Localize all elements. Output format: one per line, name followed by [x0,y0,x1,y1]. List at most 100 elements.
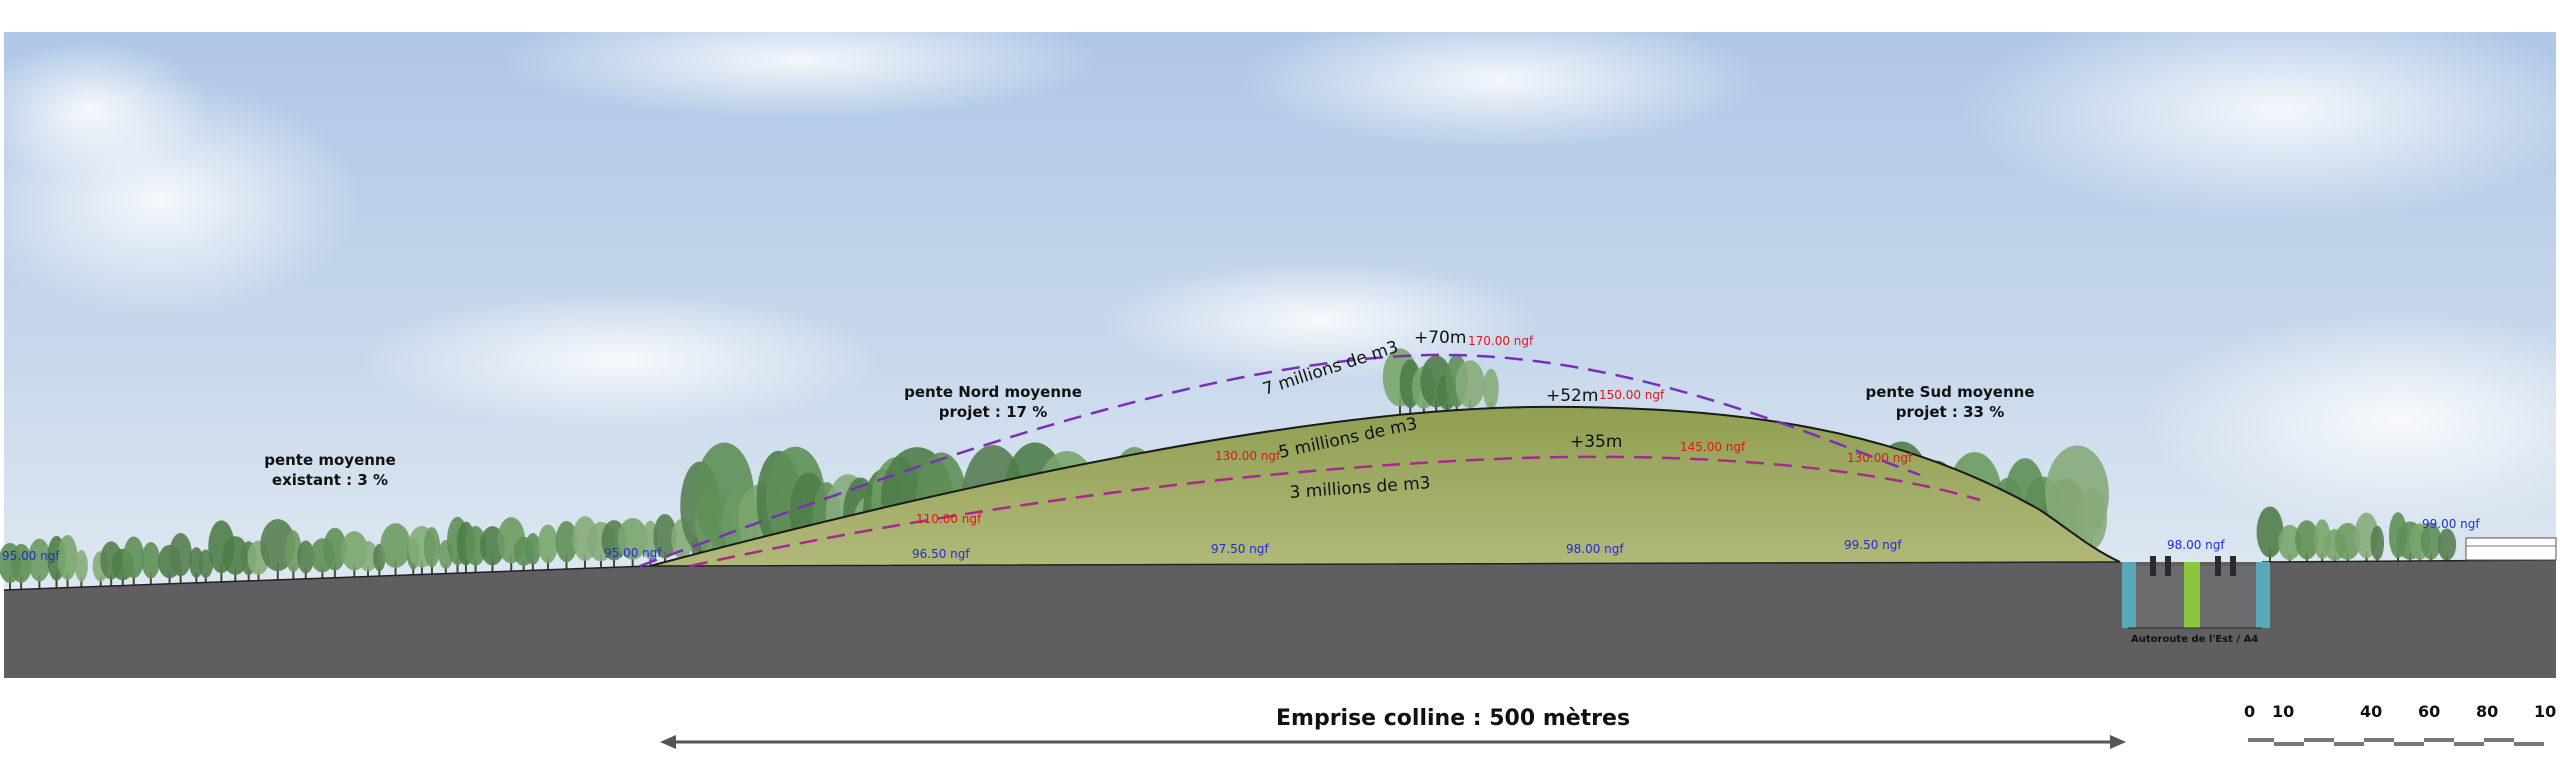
highway-label: Autoroute de l'Est / A4 [2131,634,2259,645]
pente-sud-label: pente Sud moyenne projet : 33 % [1860,382,2040,422]
tree-crown [123,536,145,579]
tree-crown [537,524,558,564]
tree-trunk [1422,401,1425,416]
tree-crown [358,541,378,572]
tree-trunk [378,566,381,577]
tree-trunk [321,566,324,579]
tree-trunk [474,559,477,573]
ngf-blue-label: 98.00 ngf [1566,542,1624,556]
tree-crown [285,530,302,573]
tree-trunk [55,573,58,589]
tree-trunk [257,569,260,581]
hill-5-millions [650,406,2120,570]
tree-trunk [149,572,152,585]
building [2465,537,2557,561]
emprise-arrow [660,735,2126,749]
ground-line [3,561,2121,591]
tree-crown [169,532,192,577]
tree-trunk [613,553,616,568]
ngf-red-label: 130.00 ngf [1215,449,1281,463]
tree-trunk [247,569,250,581]
ngf-blue-label: 98.00 ngf [2167,538,2225,552]
tree-trunk [2376,554,2379,566]
pente-nord-line2: projet : 17 % [938,403,1048,421]
tree-crown [74,550,88,582]
hill-outline [649,405,2121,567]
ngf-blue-label: 96.50 ngf [912,547,970,561]
ngf-red-label: 170.00 ngf [1468,334,1534,348]
tree-crown [141,541,161,579]
tree-trunk [510,555,513,572]
scale-label: 60 [2418,702,2441,721]
tree-crown [2075,488,2108,550]
scale-bar [2248,738,2544,746]
ngf-red-label: 145.00 ngf [1680,440,1746,454]
ground [4,562,2128,678]
tree-crown [323,527,347,571]
tree-crown [423,527,441,568]
tree-crown [28,538,51,582]
scale-label: 0 [2244,702,2256,721]
tree-trunk [394,560,397,576]
clouds [0,0,2560,530]
tree-trunk [2333,555,2336,566]
tree-trunk [304,567,307,579]
tree-trunk [1435,398,1438,416]
tree-crown [1483,368,1499,410]
profile-35-curve [689,455,1981,568]
pente-existant-line2: existant : 3 % [271,471,389,489]
tree-trunk [420,560,423,575]
tree-crown [2420,522,2442,560]
ngf-blue-label: 99.00 ngf [2422,517,2480,531]
tree-crown [2370,525,2385,561]
tree-trunk [110,573,113,587]
tree-trunk [491,558,494,572]
tree-crown [380,523,411,568]
tree-crown [57,534,78,581]
tree-crown [10,543,32,583]
tree-crown [465,525,487,566]
tree-trunk [565,555,568,570]
ngf-blue-label: 95.00 ngf [604,546,662,560]
highway-section [2122,556,2270,678]
tree-trunk [546,556,549,570]
tree-crown [2295,520,2319,560]
tree-trunk [631,552,634,567]
ngf-red-label: 150.00 ngf [1599,388,1665,402]
profile-70-curve [639,353,1921,568]
tree-trunk [2269,548,2271,566]
tree-trunk [80,576,83,588]
tree-trunk [599,554,602,568]
height-70-label: +70m [1414,328,1467,348]
tree-crown [2437,528,2457,561]
tree-trunk [234,568,237,582]
tree-crown [2334,522,2361,560]
tree-crown [555,520,578,563]
tree-crown [617,517,648,560]
tree-crown [524,532,541,566]
tree-crown [1455,360,1485,409]
tree-trunk [430,560,433,575]
scale-label: 10 [2534,702,2557,721]
tree-trunk [276,562,279,580]
height-35-label: +35m [1570,432,1623,452]
tree-trunk [2418,553,2421,566]
pente-existant-line1: pente moyenne [264,451,396,469]
pente-nord-label: pente Nord moyenne projet : 17 % [903,382,1083,422]
ngf-red-label: 110.00 ngf [916,512,982,526]
pente-sud-line2: projet : 33 % [1895,403,2005,421]
tree-trunk [20,576,23,590]
height-52-label: +52m [1546,386,1599,406]
pente-nord-line1: pente Nord moyenne [904,383,1082,401]
ngf-blue-label: 95.00 ngf [2,549,60,563]
tree-trunk [66,572,69,588]
ngf-red-label: 130.00 ngf [1847,451,1913,465]
scale-label: 80 [2476,702,2499,721]
ngf-blue-label: 97.50 ngf [1211,542,1269,556]
tree-crown [297,540,315,574]
tree-crown [2256,506,2284,558]
tree-trunk [2305,552,2308,566]
tree-trunk [1469,400,1472,416]
scale-label: 40 [2360,702,2383,721]
